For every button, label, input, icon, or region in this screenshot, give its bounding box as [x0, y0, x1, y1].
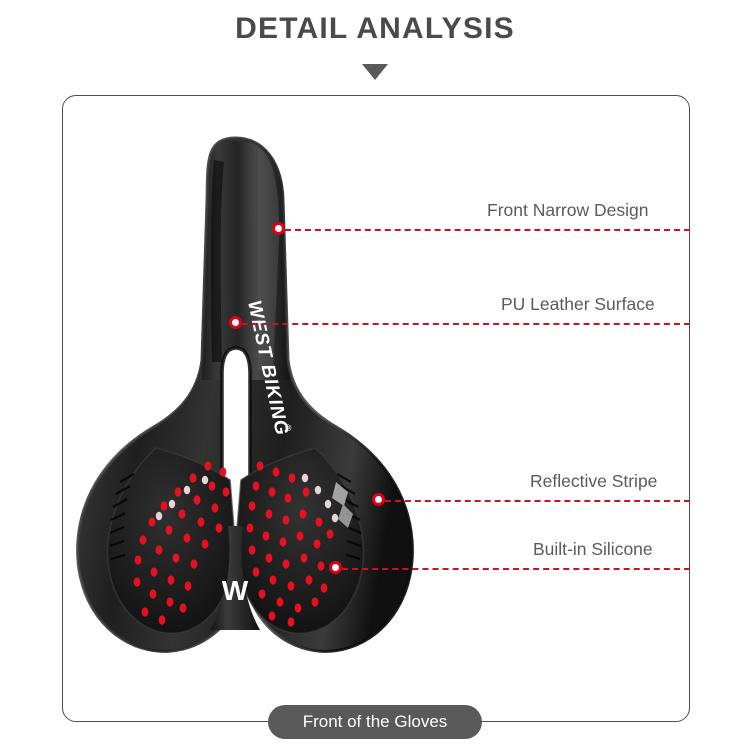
- product-image: WEST BIKING ® W: [60, 130, 430, 690]
- reflective-stripe-marking: [332, 482, 353, 528]
- callout-line-front-narrow-design: [285, 229, 690, 231]
- callout-label-pu-leather-surface: PU Leather Surface: [501, 294, 655, 314]
- callout-line-pu-leather-surface: [242, 323, 690, 325]
- callout-dot-reflective-stripe[interactable]: [372, 493, 385, 506]
- silicone-dots-right-light: [301, 473, 339, 523]
- callout-label-built-in-silicone: Built-in Silicone: [533, 539, 653, 559]
- silicone-dots-left-light: [155, 475, 209, 521]
- triangle-down-icon: [362, 64, 388, 80]
- silicone-dots-right: [246, 461, 334, 627]
- page-title: DETAIL ANALYSIS: [235, 12, 515, 45]
- callout-label-front-narrow-design: Front Narrow Design: [487, 200, 649, 220]
- bike-saddle-illustration: WEST BIKING ® W: [76, 136, 414, 653]
- svg-text:®: ®: [282, 423, 293, 432]
- callout-dot-built-in-silicone[interactable]: [329, 561, 342, 574]
- callout-label-reflective-stripe: Reflective Stripe: [530, 471, 658, 491]
- callout-dot-front-narrow-design[interactable]: [272, 222, 285, 235]
- callout-line-reflective-stripe: [385, 500, 690, 502]
- callout-dot-pu-leather-surface[interactable]: [229, 316, 242, 329]
- caption-badge: Front of the Gloves: [268, 705, 482, 739]
- center-w-logo: W: [222, 575, 249, 606]
- callout-line-built-in-silicone: [342, 568, 690, 570]
- silicone-dots-left: [133, 461, 230, 625]
- vent-pattern-left: [109, 473, 135, 561]
